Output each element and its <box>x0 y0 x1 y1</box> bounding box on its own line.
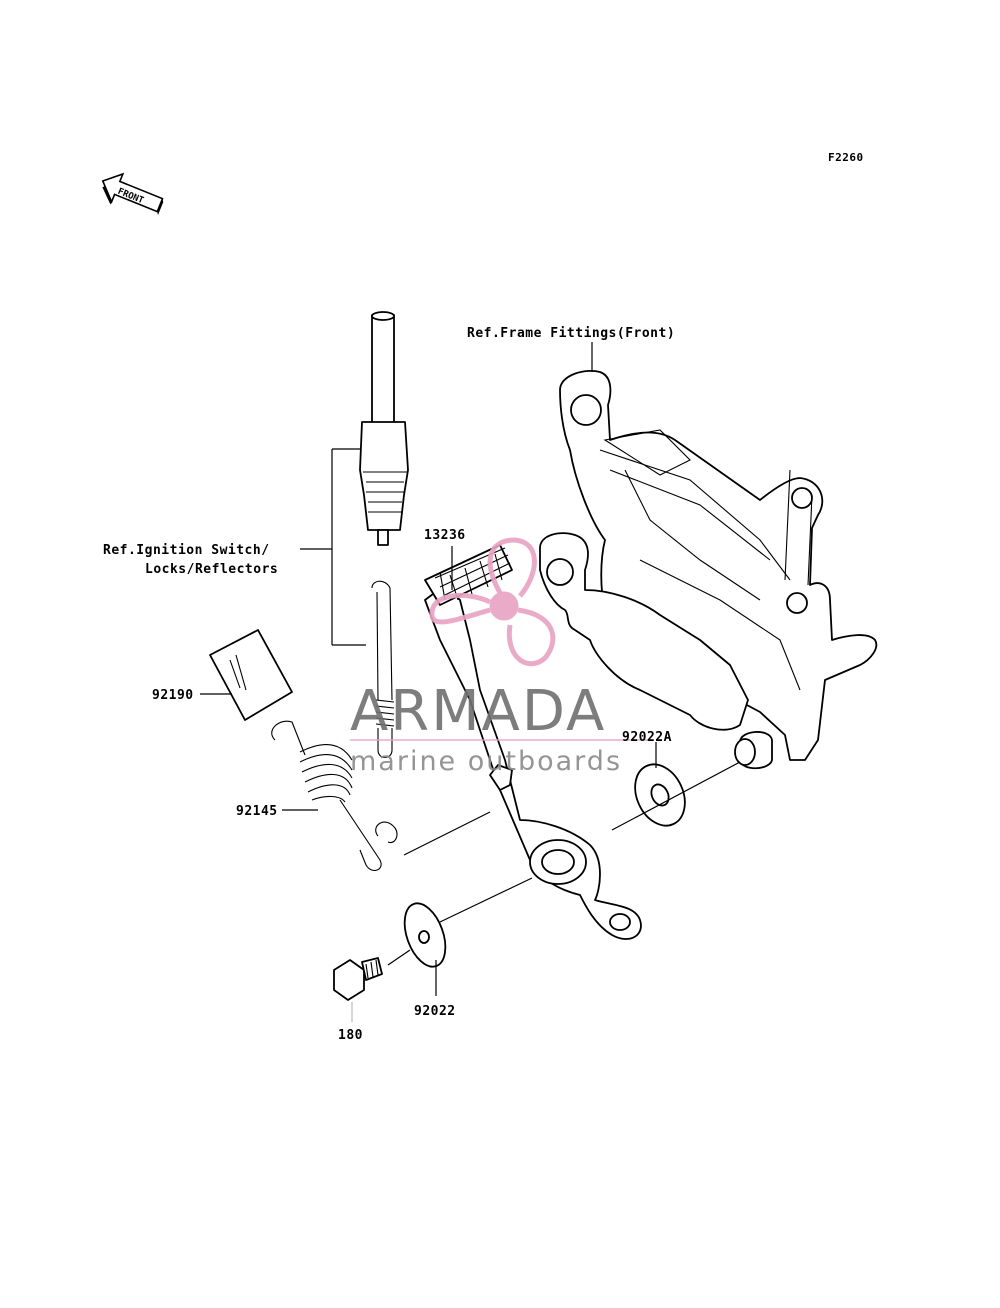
watermark-brand: ARMADA <box>350 679 606 744</box>
figure-code: F2260 <box>828 151 864 164</box>
washer-92022 <box>403 902 447 968</box>
frame-fitting-bracket <box>559 370 878 761</box>
propeller-logo-icon <box>429 537 556 667</box>
switch-spring <box>371 580 395 759</box>
callout-92145: 92145 <box>236 804 278 819</box>
front-direction-arrow-icon: FRONT <box>101 172 164 216</box>
bolt-180 <box>333 957 383 1001</box>
leader-lines <box>200 342 741 1022</box>
pivot-bushing <box>734 731 773 770</box>
ignition-reference-line1: Ref.Ignition Switch/ <box>103 543 270 558</box>
callout-92190: 92190 <box>152 688 194 703</box>
watermark-tagline: marine outboards <box>350 746 622 777</box>
washer-92022A <box>634 763 686 827</box>
watermark: ARMADA marine outboards <box>350 537 648 777</box>
callout-180: 180 <box>338 1028 363 1043</box>
frame-fittings-reference: Ref.Frame Fittings(Front) <box>467 326 675 341</box>
ignition-reference-line2: Locks/Reflectors <box>145 562 278 577</box>
callout-13236: 13236 <box>424 528 466 543</box>
sleeve-92190 <box>209 629 293 721</box>
callout-92022A: 92022A <box>622 730 672 745</box>
callout-92022: 92022 <box>414 1004 456 1019</box>
return-spring-92145 <box>271 720 398 871</box>
brake-light-switch <box>359 311 409 546</box>
brake-pedal-lever <box>424 532 749 940</box>
